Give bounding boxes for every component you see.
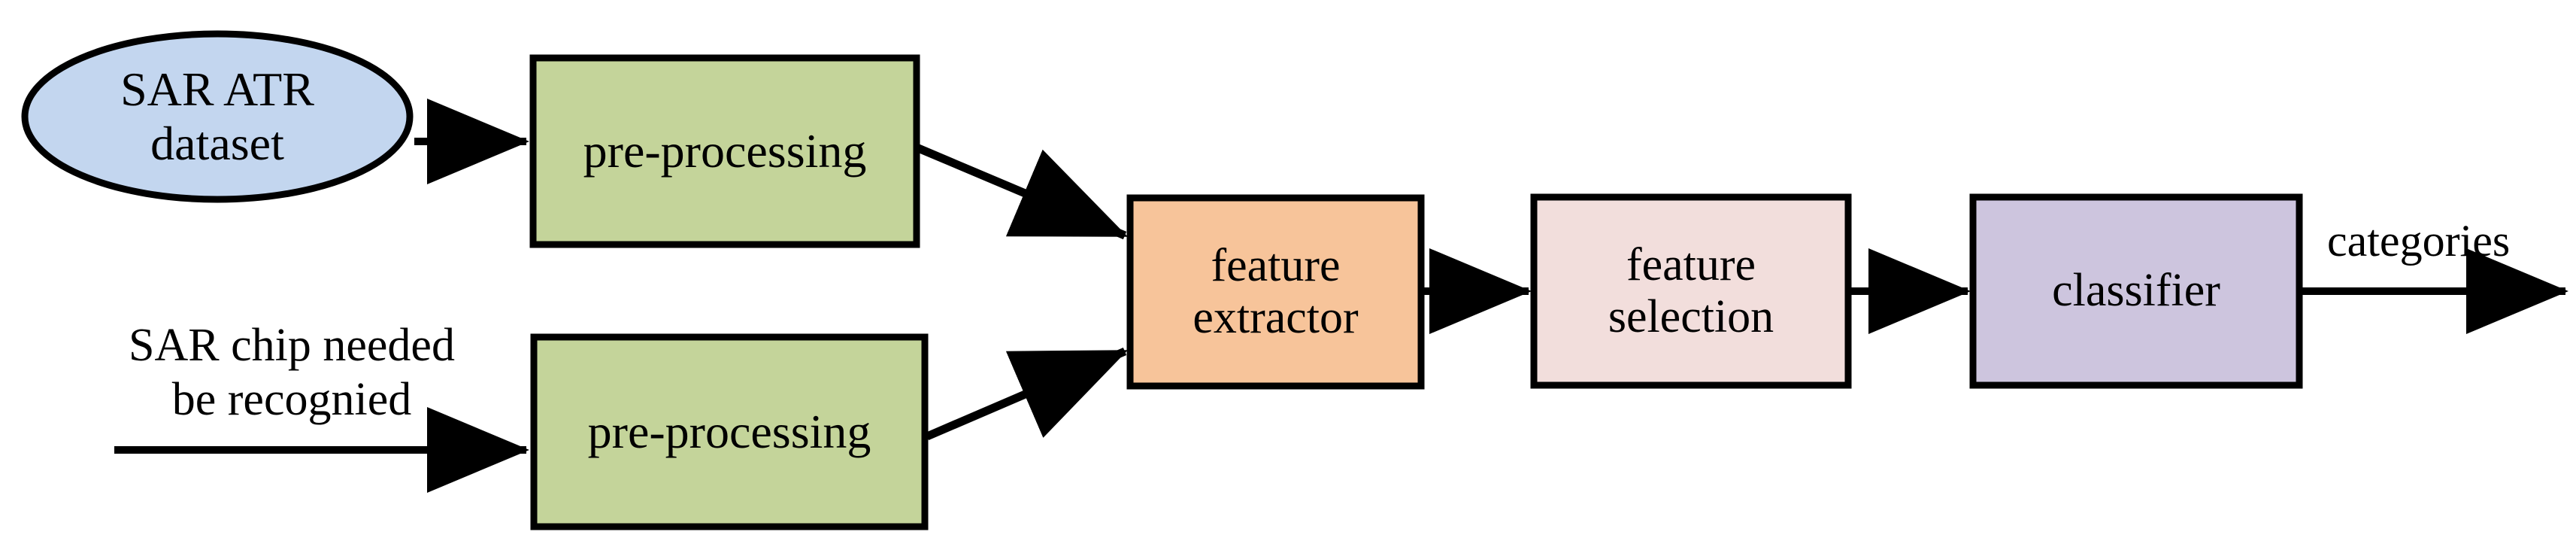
- label-categories-output: categories: [2327, 216, 2511, 266]
- node-classifier[interactable]: [1969, 193, 2303, 389]
- label-sar-chip-input: SAR chip needed be recognied: [129, 320, 455, 425]
- edge-preproc-top-to-extractor: [914, 143, 1129, 240]
- edge-preproc-bottom-to-extractor: [925, 347, 1129, 441]
- node-feature-selection[interactable]: [1530, 193, 1852, 389]
- node-pre-processing-top[interactable]: [529, 54, 920, 248]
- node-feature-extractor[interactable]: [1126, 194, 1425, 390]
- node-pre-processing-bottom[interactable]: [530, 333, 929, 530]
- node-sar-atr-dataset[interactable]: [21, 30, 414, 203]
